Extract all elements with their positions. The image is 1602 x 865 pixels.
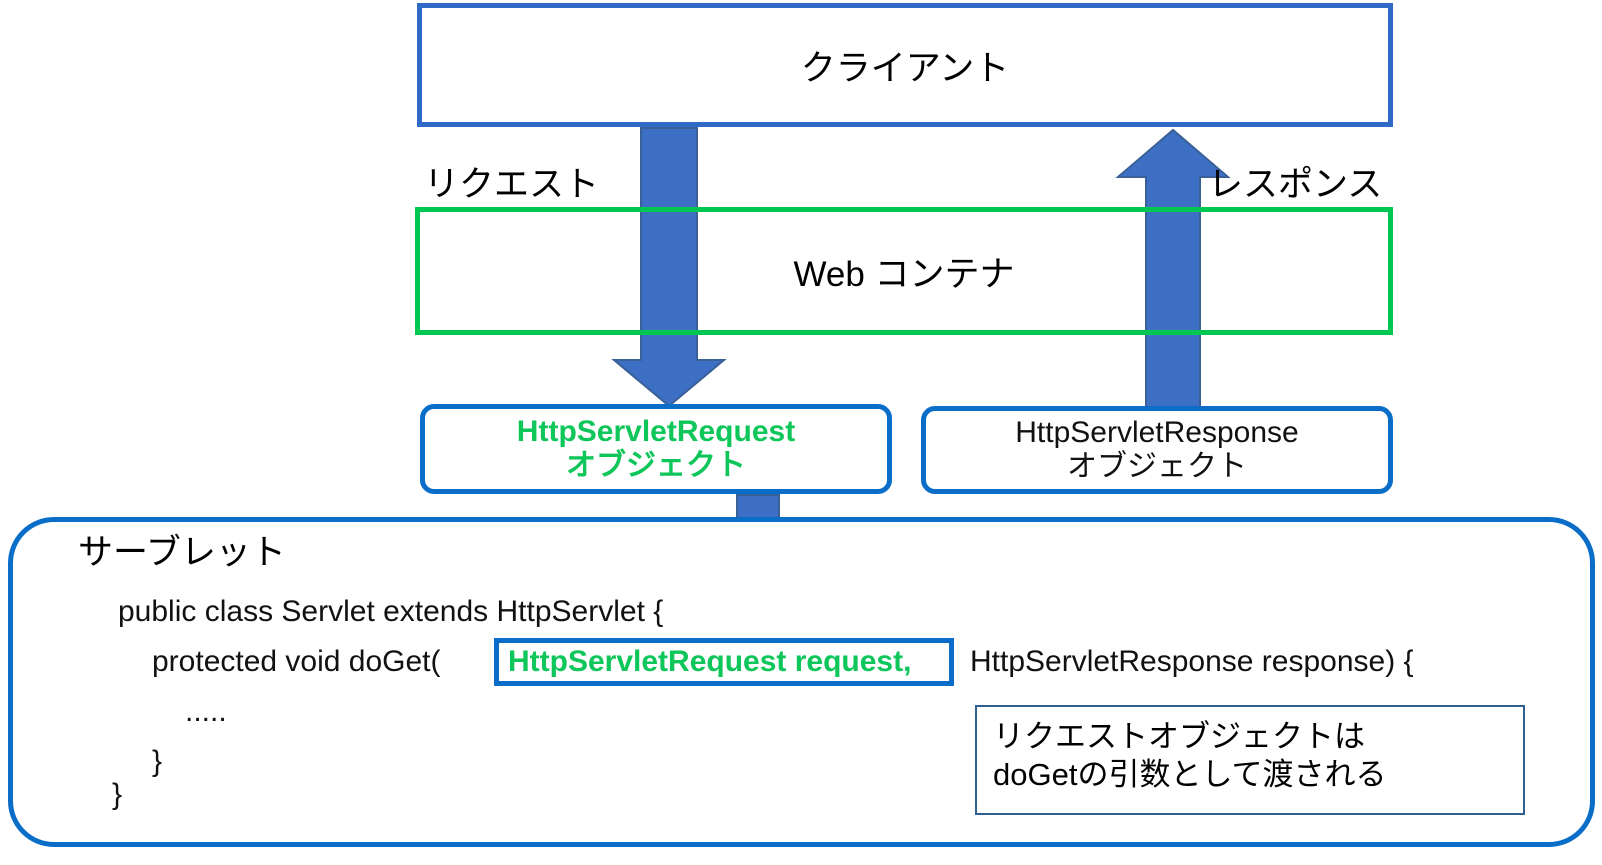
- code-line-doget-tail: HttpServletResponse response) {: [970, 645, 1414, 678]
- code-line-doget-head: protected void doGet(: [152, 645, 441, 678]
- callout-text: リクエストオブジェクトは doGetの引数として渡される: [993, 718, 1387, 794]
- response-object-type: HttpServletResponse: [1015, 416, 1299, 450]
- client-box-label: クライアント: [800, 48, 1010, 88]
- http-servlet-response-object-box: HttpServletResponse オブジェクト: [921, 406, 1393, 494]
- response-object-text: HttpServletResponse オブジェクト: [1015, 416, 1298, 483]
- response-object-word: オブジェクト: [1066, 450, 1247, 483]
- web-container-label: Web コンテナ: [793, 254, 1015, 294]
- client-box: [417, 3, 1393, 127]
- web-container-box: [415, 207, 1393, 335]
- code-line-close-method: }: [152, 745, 163, 778]
- response-flow-label: レスポンス: [1208, 165, 1383, 204]
- callout-line-2: doGetの引数として渡される: [993, 756, 1387, 792]
- http-servlet-request-object-box: HttpServletRequest オブジェクト: [420, 404, 892, 494]
- servlet-title: サーブレット: [78, 533, 286, 572]
- request-flow-label: リクエスト: [424, 165, 600, 204]
- code-line-class-decl: public class Servlet extends HttpServlet…: [118, 595, 664, 628]
- callout-line-1: リクエストオブジェクトは: [993, 719, 1365, 754]
- request-object-type: HttpServletRequest: [516, 415, 796, 449]
- request-object-word: オブジェクト: [566, 449, 746, 482]
- highlighted-parameter-box: [494, 638, 954, 686]
- code-line-close-class: }: [112, 778, 123, 811]
- highlighted-parameter-text: HttpServletRequest request,: [508, 645, 912, 678]
- request-object-text: HttpServletRequest オブジェクト: [517, 415, 795, 482]
- code-line-ellipsis: .....: [185, 695, 227, 728]
- callout-box: [975, 705, 1525, 815]
